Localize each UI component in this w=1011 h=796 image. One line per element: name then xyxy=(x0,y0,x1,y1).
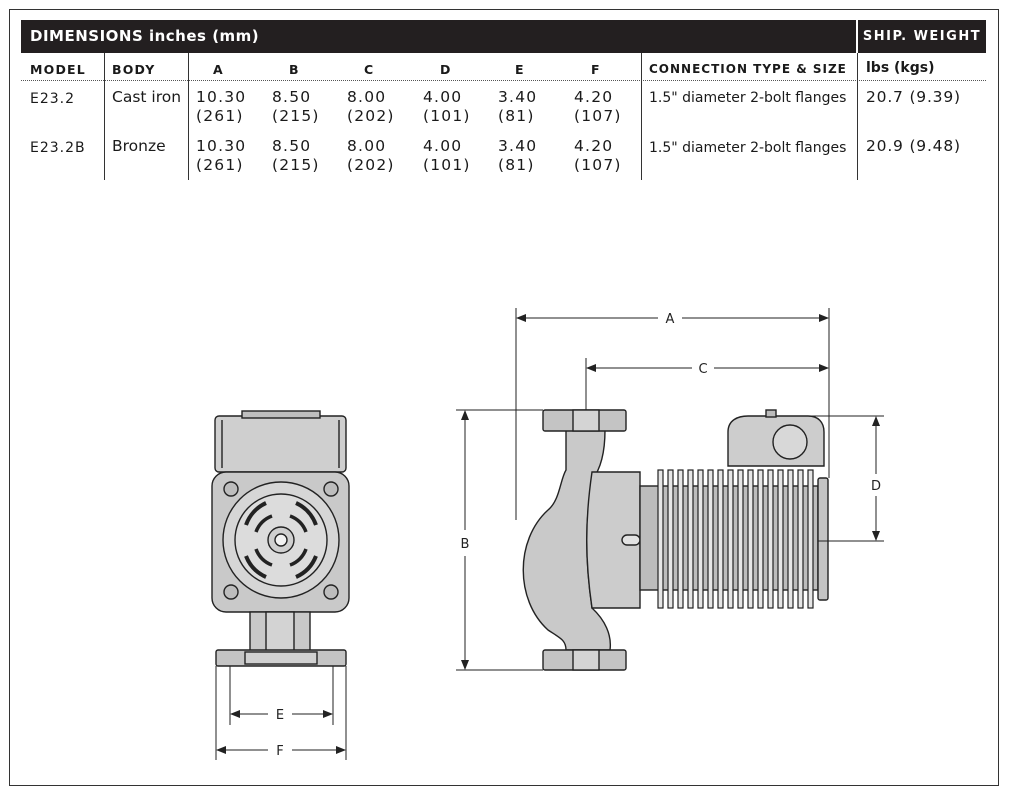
weight-cell: 20.7 (9.39) xyxy=(866,88,961,106)
motor-cooling-fins xyxy=(657,469,814,609)
f-mm-cell: (107) xyxy=(574,107,622,125)
label-e: E xyxy=(276,708,284,723)
e-mm-cell: (81) xyxy=(498,107,535,125)
c-in-cell: 8.00 xyxy=(347,137,387,155)
c-mm-cell: (202) xyxy=(347,107,395,125)
label-c: C xyxy=(698,362,707,377)
col-header-weight: lbs (kgs) xyxy=(866,60,935,76)
d-mm-cell: (101) xyxy=(423,107,471,125)
model-cell: E23.2B xyxy=(30,140,86,156)
col-header-b: B xyxy=(289,62,300,77)
d-mm-cell: (101) xyxy=(423,156,471,174)
column-divider xyxy=(641,53,642,180)
col-header-model: MODEL xyxy=(30,62,86,77)
connection-cell: 1.5" diameter 2-bolt flanges xyxy=(649,140,847,156)
d-in-cell: 4.00 xyxy=(423,88,463,106)
f-in-cell: 4.20 xyxy=(574,137,614,155)
pump-front-view xyxy=(211,410,350,667)
e-in-cell: 3.40 xyxy=(498,137,538,155)
b-in-cell: 8.50 xyxy=(272,137,312,155)
col-header-e: E xyxy=(515,62,525,77)
label-a: A xyxy=(666,312,675,327)
column-divider xyxy=(104,53,105,180)
a-in-cell: 10.30 xyxy=(196,88,247,106)
col-header-c: C xyxy=(364,62,375,77)
col-header-a: A xyxy=(213,62,224,77)
dimension-e-f xyxy=(215,666,347,760)
label-d: D xyxy=(871,479,881,494)
d-in-cell: 4.00 xyxy=(423,137,463,155)
a-mm-cell: (261) xyxy=(196,107,244,125)
connection-cell: 1.5" diameter 2-bolt flanges xyxy=(649,90,847,106)
header-divider xyxy=(21,80,986,81)
dimensions-header: DIMENSIONS inches (mm) xyxy=(21,20,856,53)
c-mm-cell: (202) xyxy=(347,156,395,174)
a-mm-cell: (261) xyxy=(196,156,244,174)
column-divider xyxy=(857,53,858,180)
dimension-lines-side xyxy=(456,308,884,671)
b-mm-cell: (215) xyxy=(272,156,320,174)
page-frame xyxy=(9,9,999,786)
label-f: F xyxy=(276,744,283,759)
a-in-cell: 10.30 xyxy=(196,137,247,155)
b-in-cell: 8.50 xyxy=(272,88,312,106)
column-divider xyxy=(188,53,189,180)
model-cell: E23.2 xyxy=(30,91,76,107)
ship-weight-header: SHIP. WEIGHT xyxy=(858,20,986,53)
col-header-body: BODY xyxy=(112,62,156,77)
f-mm-cell: (107) xyxy=(574,156,622,174)
body-cell: Bronze xyxy=(112,137,166,155)
e-in-cell: 3.40 xyxy=(498,88,538,106)
col-header-f: F xyxy=(591,62,601,77)
body-cell: Cast iron xyxy=(112,88,182,106)
weight-cell: 20.9 (9.48) xyxy=(866,137,961,155)
col-header-connection: CONNECTION TYPE & SIZE xyxy=(649,62,847,76)
e-mm-cell: (81) xyxy=(498,156,535,174)
f-in-cell: 4.20 xyxy=(574,88,614,106)
b-mm-cell: (215) xyxy=(272,107,320,125)
c-in-cell: 8.00 xyxy=(347,88,387,106)
label-b: B xyxy=(461,537,470,552)
col-header-d: D xyxy=(440,62,452,77)
